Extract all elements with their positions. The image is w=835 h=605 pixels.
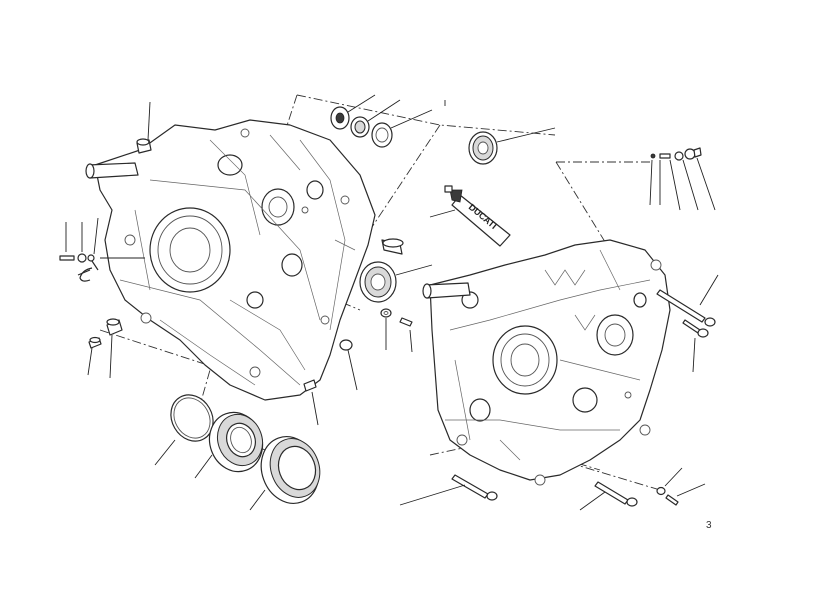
dowel-pins-lower-left	[87, 318, 123, 379]
plug-middle	[339, 339, 358, 391]
sealant-tube: DUCATI	[429, 185, 511, 247]
bearing-upper-right	[468, 127, 556, 165]
long-bolt-bottom	[399, 474, 498, 506]
dowel-bottom-middle	[303, 379, 319, 426]
top-bearing-set	[330, 94, 446, 148]
bearing-middle	[359, 261, 433, 303]
bush-middle	[381, 238, 404, 255]
bolts-bottom-right	[579, 467, 706, 511]
oil-pipe-assembly	[59, 217, 145, 282]
bearing-housing-ring	[249, 436, 321, 511]
main-bearing-large	[194, 411, 264, 479]
left-crankcase-half	[85, 119, 376, 401]
long-bolts-right	[656, 274, 719, 373]
right-crankcase-half	[422, 239, 671, 486]
top-right-small-parts	[649, 147, 716, 211]
washer-and-screw-middle	[380, 308, 413, 353]
page-number: 3	[706, 520, 712, 531]
dowel-pin-upper	[136, 101, 152, 154]
circlip-large	[154, 394, 214, 466]
